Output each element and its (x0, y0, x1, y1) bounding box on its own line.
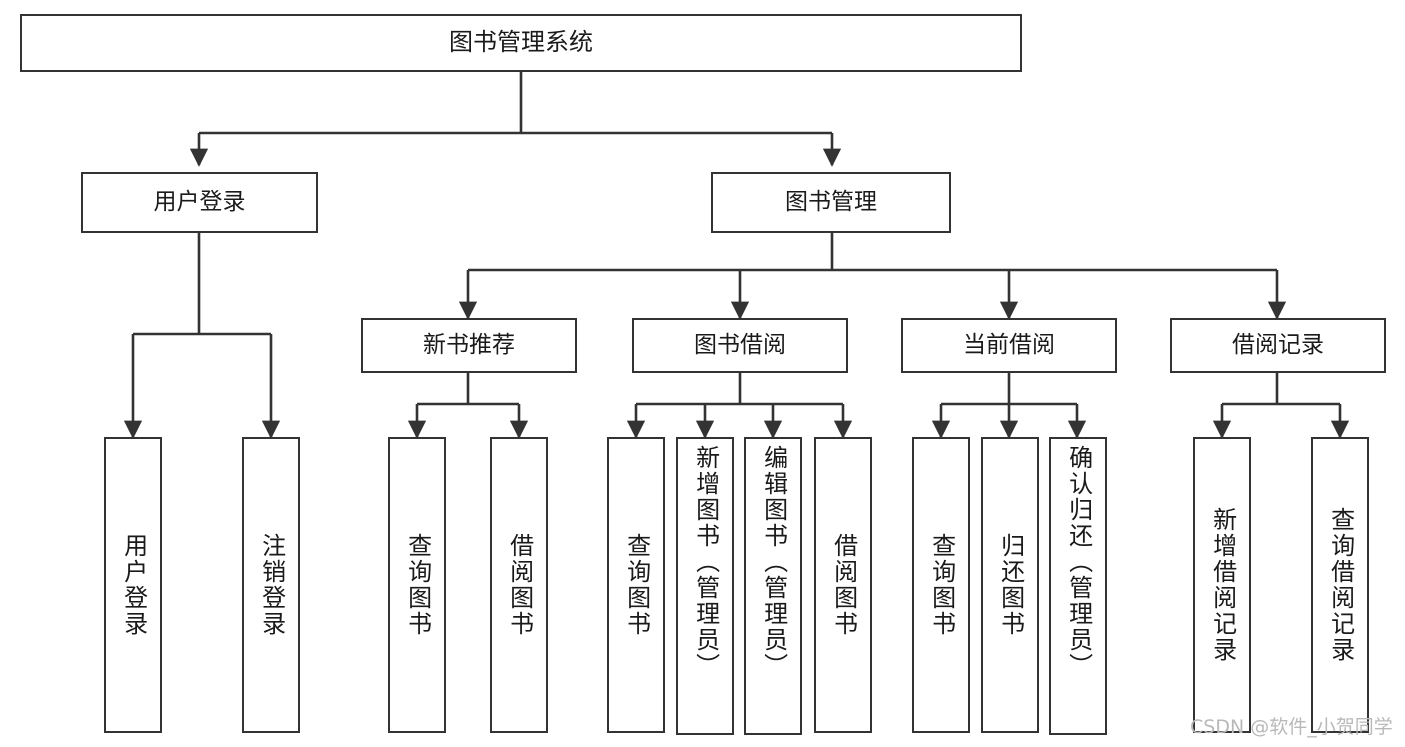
node-leaf-query-borrow-record[interactable]: 查询借阅记录 (1311, 437, 1369, 733)
node-label: 新书推荐 (423, 332, 515, 359)
node-label: 查询图书 (622, 533, 651, 637)
node-user-login[interactable]: 用户登录 (81, 172, 318, 233)
node-leaf-logout[interactable]: 注销登录 (242, 437, 300, 733)
node-leaf-add-book-admin[interactable]: 新增图书（管理员） (676, 437, 734, 735)
node-label: 新增借阅记录 (1208, 507, 1237, 663)
node-label: 查询图书 (403, 533, 432, 637)
node-leaf-return-book[interactable]: 归还图书 (981, 437, 1039, 733)
node-leaf-confirm-return-admin[interactable]: 确认归还（管理员） (1049, 437, 1107, 735)
node-leaf-user-login[interactable]: 用户登录 (104, 437, 162, 733)
node-label: 归还图书 (996, 533, 1025, 637)
node-current-borrow[interactable]: 当前借阅 (901, 318, 1117, 373)
node-label: 图书管理系统 (449, 28, 593, 57)
csdn-watermark: CSDN @软件_小贺同学 (1190, 716, 1393, 738)
node-label: 用户登录 (153, 189, 246, 216)
node-label: 确认归还（管理员） (1064, 445, 1093, 679)
node-label: 图书借阅 (694, 332, 786, 359)
node-label: 编辑图书（管理员） (759, 445, 788, 679)
node-root-system[interactable]: 图书管理系统 (20, 14, 1022, 72)
node-label: 图书管理 (785, 189, 877, 216)
node-label: 借阅记录 (1232, 332, 1324, 359)
node-leaf-borrow-book[interactable]: 借阅图书 (814, 437, 872, 733)
node-leaf-query-book-borrow[interactable]: 查询图书 (607, 437, 665, 733)
node-leaf-add-borrow-record[interactable]: 新增借阅记录 (1193, 437, 1251, 733)
node-label: 用户登录 (119, 533, 148, 637)
node-new-book-recommend[interactable]: 新书推荐 (361, 318, 577, 373)
node-label: 查询借阅记录 (1326, 507, 1355, 663)
node-leaf-query-book-recommend[interactable]: 查询图书 (388, 437, 446, 733)
node-book-management[interactable]: 图书管理 (711, 172, 951, 233)
node-leaf-edit-book-admin[interactable]: 编辑图书（管理员） (744, 437, 802, 735)
node-label: 借阅图书 (829, 533, 858, 637)
node-leaf-query-book-current[interactable]: 查询图书 (912, 437, 970, 733)
node-label: 查询图书 (927, 533, 956, 637)
node-borrow-record[interactable]: 借阅记录 (1170, 318, 1386, 373)
node-leaf-borrow-book-recommend[interactable]: 借阅图书 (490, 437, 548, 733)
node-label: 注销登录 (257, 533, 286, 637)
node-label: 借阅图书 (505, 533, 534, 637)
node-label: 当前借阅 (963, 332, 1055, 359)
node-book-borrow[interactable]: 图书借阅 (632, 318, 848, 373)
node-label: 新增图书（管理员） (691, 445, 720, 679)
